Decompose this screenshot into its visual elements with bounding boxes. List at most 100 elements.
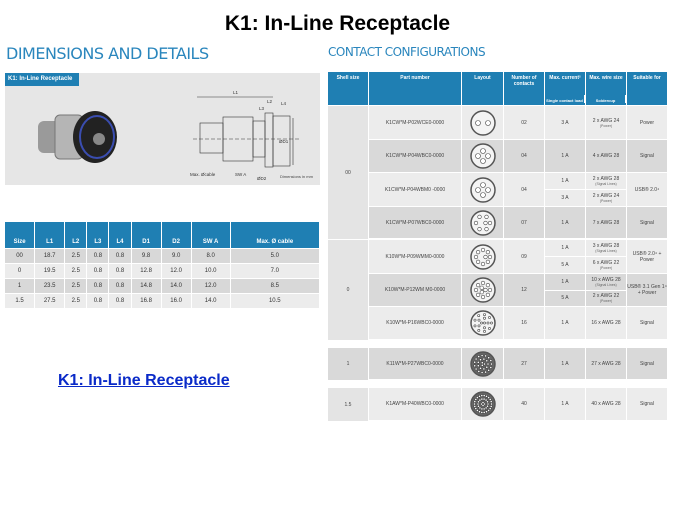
part-number-cell: K10W*M-P09WMM0-0000 (369, 240, 462, 273)
wire-size: 2 x AWG 24 (592, 193, 620, 199)
column-header-label: Shell size (336, 75, 360, 81)
wire-size-cell: 3 x AWG 28(Signal Lines)6 x AWG 22(Power… (586, 240, 627, 273)
table-cell: 2.5 (64, 277, 88, 293)
k1-inline-receptacle-link[interactable]: K1: In-Line Receptacle (58, 372, 230, 389)
contacts-count-cell: 09 (504, 240, 545, 273)
layout-cell (462, 140, 504, 172)
group-spacer (328, 380, 668, 387)
wire-size: 3 x AWG 28 (592, 243, 620, 249)
table-cell: 1.5 (5, 292, 36, 308)
wire-size-cell: 7 x AWG 28 (586, 207, 627, 238)
wire-size-cell: 2 x AWG 28(Signal Lines)2 x AWG 24(Power… (586, 173, 627, 206)
table-cell: 14.0 (191, 292, 231, 308)
table-cell: 27.5 (34, 292, 66, 308)
wire-value: 2 x AWG 24(Power) (586, 106, 626, 139)
column-header-label: Number of contacts (511, 75, 537, 87)
wire-size-cell: 10 x AWG 28(Signal Lines)2 x AWG 22(Powe… (586, 274, 627, 306)
wire-value: 10 x AWG 28(Signal Lines) (586, 274, 626, 291)
wire-size-cell: 27 x AWG 28 (586, 348, 627, 379)
column-header: L4 (108, 222, 132, 248)
table-cell: 23.5 (34, 277, 66, 293)
table-cell: 14.8 (131, 277, 162, 293)
suitable-for-cell: Signal (627, 388, 668, 420)
wire-note: (Signal Lines) (595, 249, 617, 253)
contact-layout-icon (469, 277, 496, 303)
wire-value: 7 x AWG 28 (586, 207, 626, 238)
layout-cell (462, 207, 504, 238)
wire-size: 27 x AWG 28 (591, 360, 621, 367)
current-value: 1 A (545, 240, 585, 257)
drawing-panel: L1 L2 L3 L4 ØD1 ØD2 SW A Max. Øcable (5, 73, 320, 185)
wire-value: 2 x AWG 24(Power) (586, 190, 626, 206)
layout-cell (462, 173, 504, 206)
table-cell: 0.8 (108, 292, 132, 308)
label-l1: L1 (233, 90, 239, 95)
current-value: 3 A (561, 119, 569, 126)
table-cell: 16.8 (131, 292, 162, 308)
max-current-cell: 1 A 5 A (545, 240, 586, 273)
label-swa: SW A (235, 172, 246, 177)
wire-size: 2 x AWG 28 (592, 176, 620, 182)
wire-size: 10 x AWG 28 (591, 276, 621, 283)
suitable-for-cell: USB® 3.1 Gen 1⁴ + Power (627, 274, 668, 306)
column-header: D2 (161, 222, 192, 248)
wire-size: 4 x AWG 28 (592, 153, 620, 159)
wire-size-cell: 40 x AWG 28 (586, 388, 627, 420)
table-cell: 0.8 (108, 277, 132, 293)
wire-note: (Signal Lines) (595, 282, 617, 287)
table-cell: 19.5 (34, 262, 66, 278)
wire-note: (Power) (599, 199, 613, 203)
connector-illustration: L1 L2 L3 L4 ØD1 ØD2 SW A Max. Øcable (38, 90, 300, 181)
label-l4: L4 (281, 101, 287, 106)
wire-size: 7 x AWG 28 (592, 219, 620, 226)
suitable-for-cell: USB® 2.0⁴ + Power (627, 240, 668, 273)
layout-cell (462, 307, 504, 339)
part-number-cell: K10W*M-P12WM M0-0000 (369, 274, 462, 306)
label-l2: L2 (267, 99, 273, 104)
wire-value: 27 x AWG 28 (586, 348, 626, 379)
contacts-count-cell: 16 (504, 307, 545, 339)
table-cell: 5.0 (230, 247, 321, 263)
wire-note: (Power) (599, 299, 613, 304)
contact-configurations-heading: CONTACT CONFIGURATIONS (328, 45, 486, 59)
suitable-for-cell: Signal (627, 207, 668, 238)
wire-value: 2 x AWG 22(Power) (586, 291, 626, 307)
contacts-count-cell: 02 (504, 106, 545, 139)
table-cell: 2.5 (64, 292, 88, 308)
wire-value: 2 x AWG 28(Signal Lines) (586, 173, 626, 190)
label-d2: ØD2 (257, 176, 267, 181)
column-header: Number of contacts (504, 72, 545, 105)
wire-value: 4 x AWG 28 (586, 140, 626, 172)
part-number-cell: K1CW*M-P04WBC0-0000 (369, 140, 462, 172)
wire-size-cell: 2 x AWG 24(Power) (586, 106, 627, 139)
contact-layout-icon (469, 243, 496, 270)
table-cell: 8.5 (230, 277, 321, 293)
current-value: 5 A (561, 262, 569, 268)
wire-value: 3 x AWG 28(Signal Lines) (586, 240, 626, 257)
contacts-count-cell: 40 (504, 388, 545, 420)
wire-value: 6 x AWG 22(Power) (586, 257, 626, 273)
shell-size-cell: 0 (328, 240, 369, 340)
table-cell: 14.0 (161, 277, 192, 293)
column-header: L3 (86, 222, 110, 248)
max-current-cell: 1 A (545, 207, 586, 238)
contact-layout-icon (469, 176, 496, 203)
layout-cell (462, 348, 504, 379)
max-current-cell: 1 A (545, 307, 586, 339)
suitable-for-cell: Signal (627, 307, 668, 339)
slide-title: K1: In-Line Receptacle (224, 12, 451, 35)
table-cell: 12.8 (131, 262, 162, 278)
